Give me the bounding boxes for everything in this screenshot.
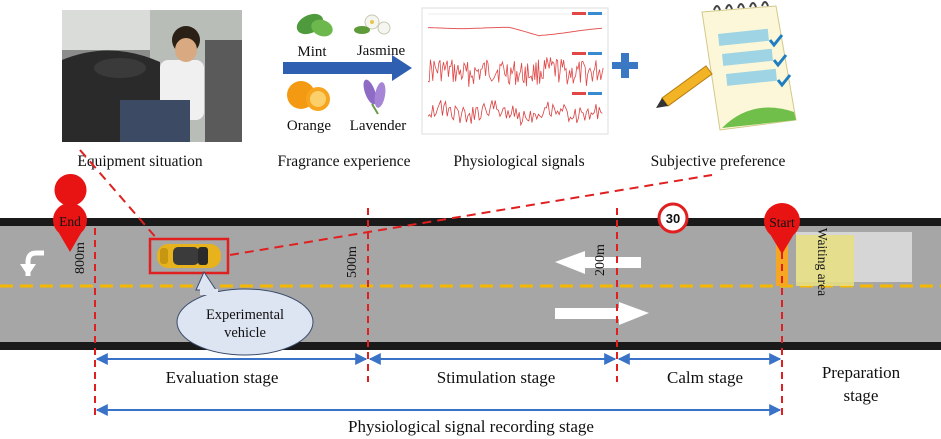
mint-label: Mint xyxy=(297,44,327,60)
stage-arrows xyxy=(95,353,782,416)
callout-lines xyxy=(79,149,713,256)
preparation-line-1: Preparation xyxy=(822,363,901,382)
orange-label: Orange xyxy=(287,118,331,134)
questionnaire-notepad-icon xyxy=(656,1,797,131)
jasmine-icon xyxy=(354,14,391,35)
left-arrow-icon xyxy=(555,251,641,274)
signal-trace-1 xyxy=(428,26,603,37)
signal-trace-2 xyxy=(427,57,604,87)
start-pin-label: Start xyxy=(769,215,795,230)
calm-stage-label: Calm stage xyxy=(667,368,743,387)
fragrance-arrow xyxy=(283,55,412,81)
lavender-icon xyxy=(363,79,386,115)
subjective-caption: Subjective preference xyxy=(651,153,786,170)
marker-200m: 200m xyxy=(593,244,608,276)
recording-stage-label: Physiological signal recording stage xyxy=(348,417,594,436)
jasmine-label: Jasmine xyxy=(357,43,406,59)
physio-signal-panel xyxy=(421,7,609,135)
stage-boundaries xyxy=(94,208,783,418)
physio-caption: Physiological signals xyxy=(453,153,584,170)
signal-trace-3 xyxy=(427,100,603,127)
experimental-vehicle-icon xyxy=(148,237,230,275)
marker-500m: 500m xyxy=(345,246,360,278)
stimulation-stage-label: Stimulation stage xyxy=(437,368,556,387)
waiting-area: Waiting area xyxy=(796,228,912,296)
speed-limit-value: 30 xyxy=(666,211,680,226)
preparation-stage-label: Preparation xyxy=(822,363,901,382)
u-turn-icon xyxy=(20,250,44,276)
vehicle-label-line-1: Experimental xyxy=(206,307,284,323)
start-pin-icon: Start xyxy=(764,203,800,254)
vehicle-callout: Experimental vehicle xyxy=(176,270,314,356)
lavender-label: Lavender xyxy=(350,118,407,134)
orange-icon xyxy=(287,81,330,111)
start-gate-post xyxy=(776,240,788,286)
equipment-photo xyxy=(62,10,242,142)
right-arrow-icon xyxy=(555,302,649,325)
vehicle-label-2: vehicle xyxy=(224,325,266,341)
vehicle-label: Experimental xyxy=(206,307,284,323)
preparation-line-2: stage xyxy=(844,386,879,405)
fragrance-caption: Fragrance experience xyxy=(278,153,411,170)
marker-800m: 800m xyxy=(73,242,88,274)
evaluation-stage-label: Evaluation stage xyxy=(166,368,279,387)
speed-limit-sign: 30 xyxy=(657,202,689,234)
end-pin-label: End xyxy=(59,214,81,229)
preparation-stage-label-2: stage xyxy=(844,386,879,405)
end-pin-icon: End xyxy=(53,174,87,252)
vehicle-label-line-2: vehicle xyxy=(224,325,266,341)
plus-icon xyxy=(612,53,638,78)
equipment-caption: Equipment situation xyxy=(77,153,203,170)
waiting-label: Waiting area xyxy=(815,228,830,296)
mint-icon xyxy=(296,13,333,37)
